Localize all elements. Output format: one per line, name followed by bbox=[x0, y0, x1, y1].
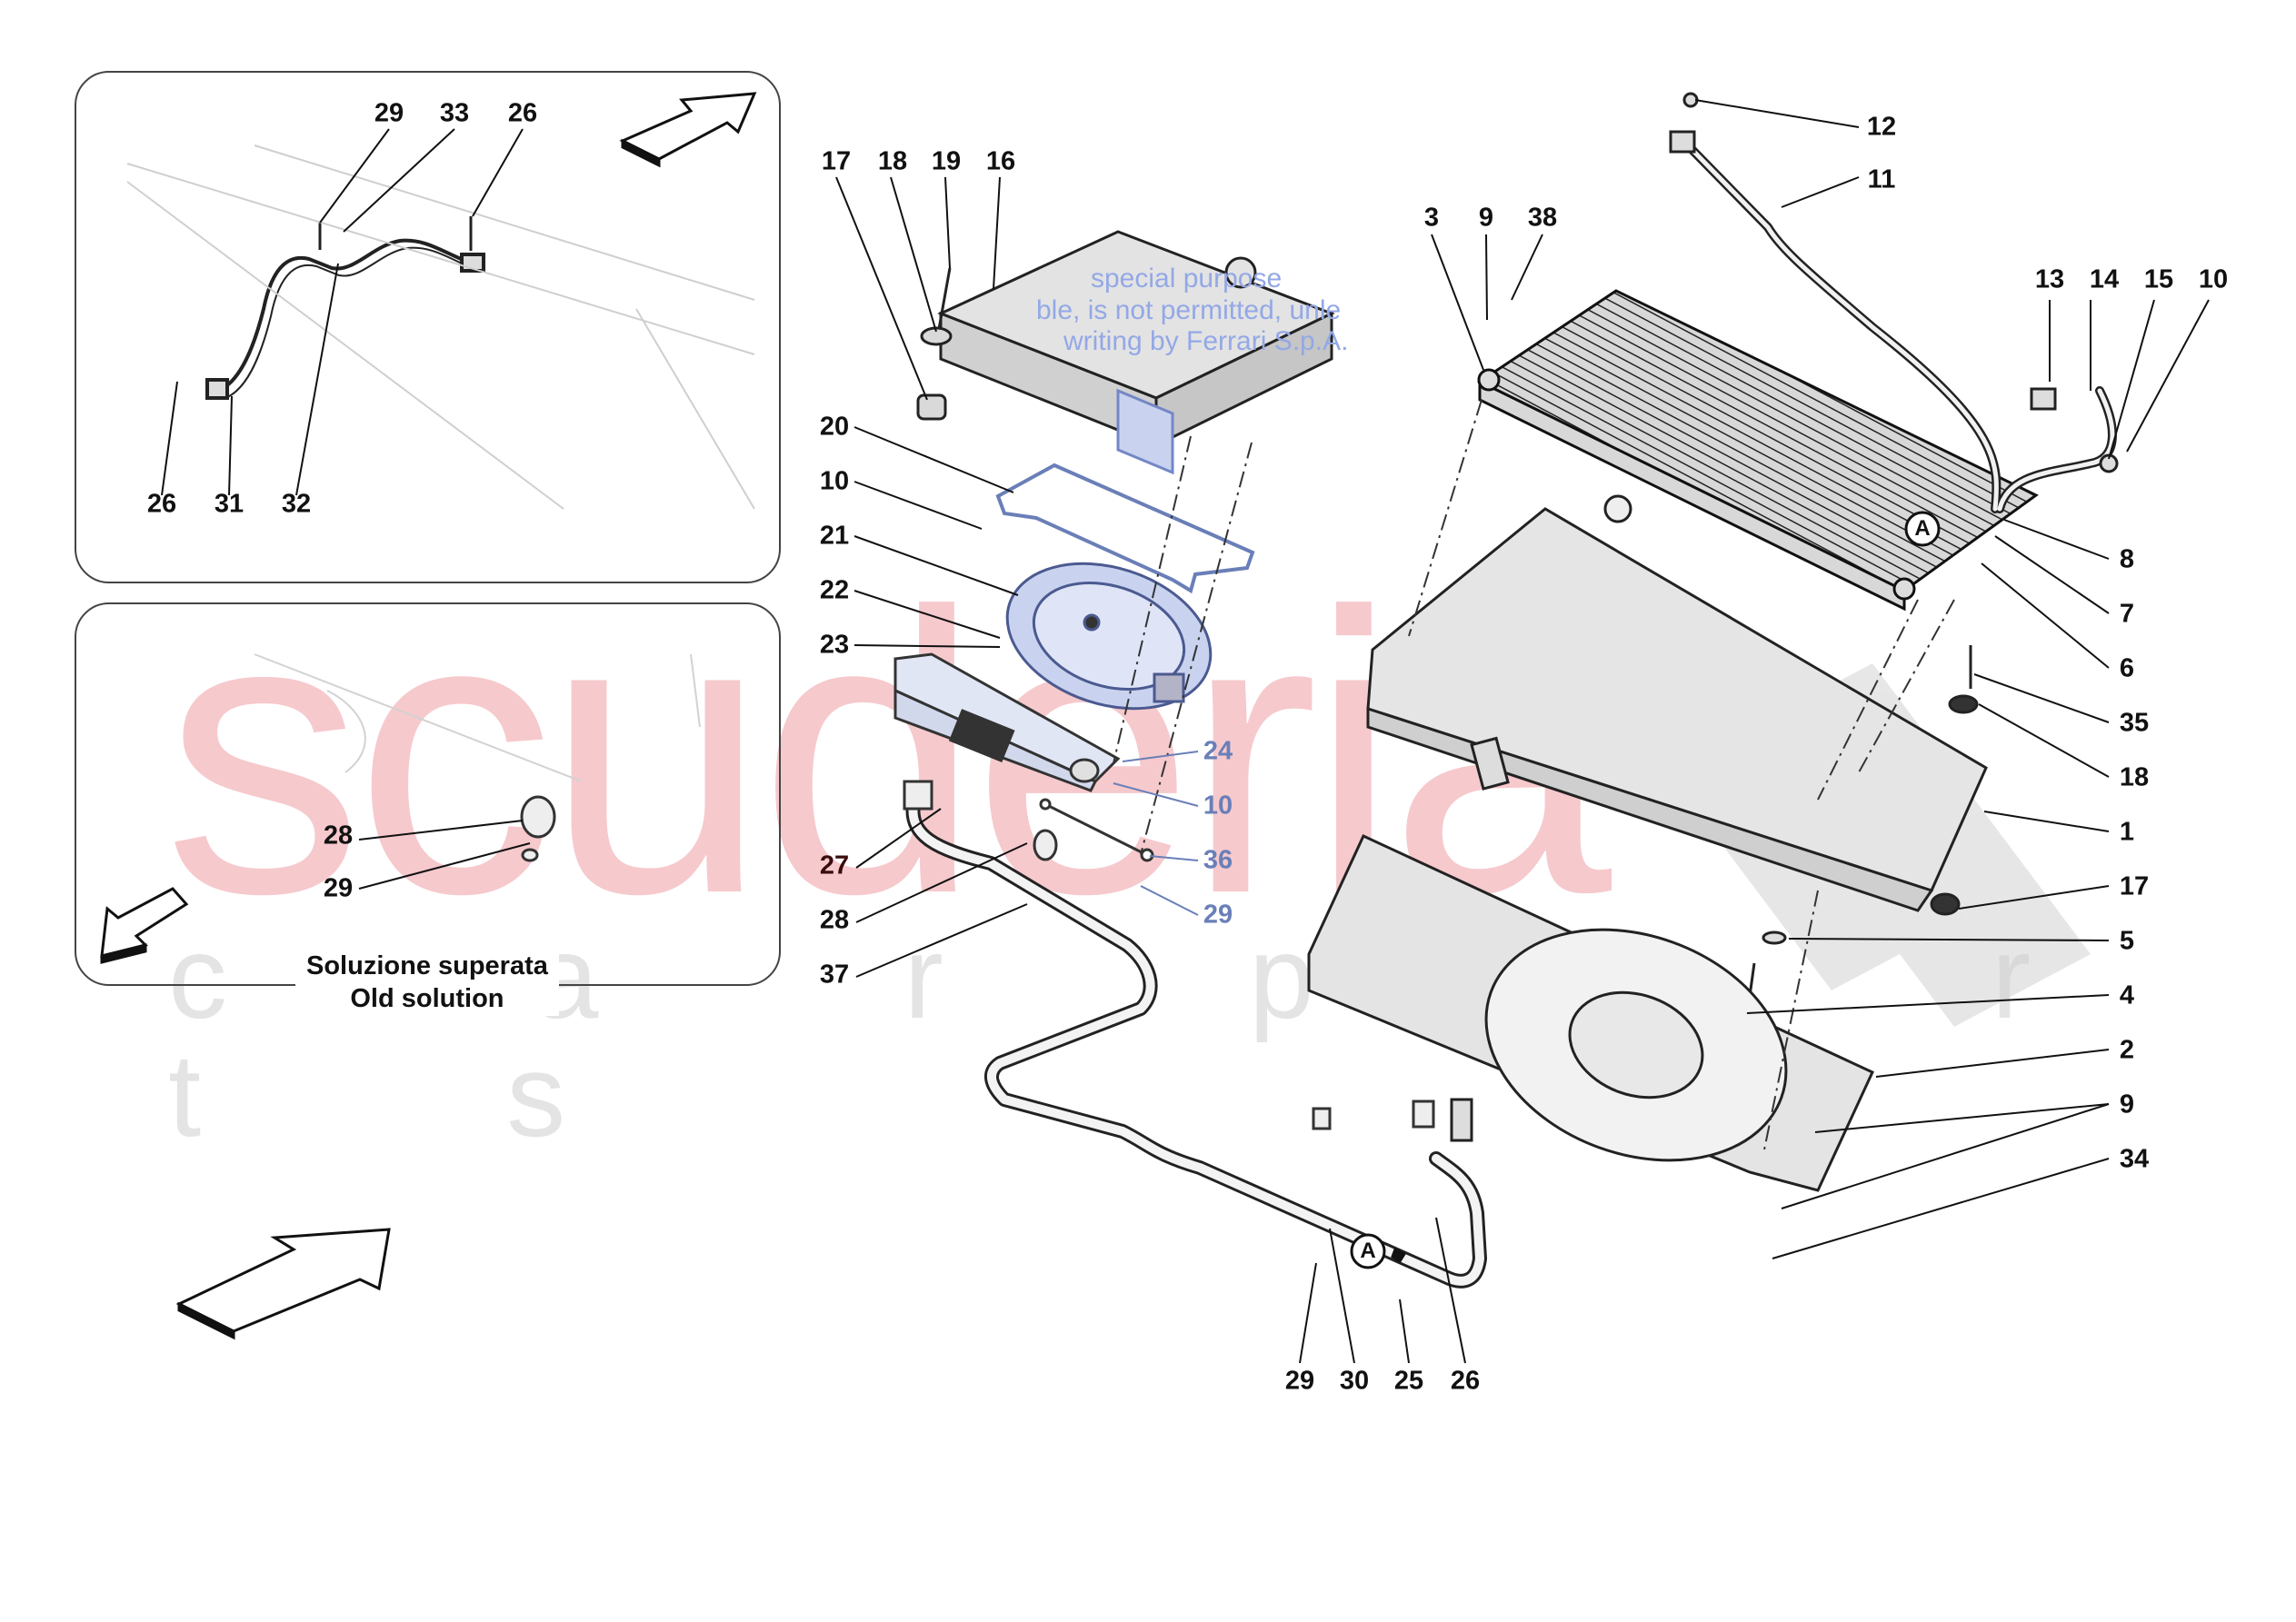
callout-8[interactable]: 8 bbox=[2119, 544, 2135, 574]
assembly-guidelines bbox=[1113, 399, 1955, 1155]
callout-29-bottom[interactable]: 29 bbox=[1284, 1366, 1315, 1396]
view-a-label-condenser: A bbox=[1914, 516, 1931, 541]
direction-arrow-main bbox=[175, 1228, 391, 1340]
callout-2[interactable]: 2 bbox=[2119, 1035, 2135, 1065]
electric-fan-21 bbox=[1005, 562, 1213, 711]
top-inset-hose bbox=[205, 216, 485, 400]
top-inset-background-faint bbox=[126, 144, 755, 510]
callout-38[interactable]: 38 bbox=[1527, 203, 1558, 233]
cooling-pipe-25-inner bbox=[908, 800, 1484, 1286]
callout-10-line[interactable]: 10 bbox=[2198, 264, 2229, 294]
callout-inset-26-bottom[interactable]: 26 bbox=[146, 489, 177, 519]
callout-inset-33[interactable]: 33 bbox=[439, 98, 470, 128]
callout-24[interactable]: 24 bbox=[1203, 736, 1233, 766]
bracket-20 bbox=[995, 463, 1255, 594]
callout-old-28[interactable]: 28 bbox=[323, 821, 354, 851]
callout-26-bottom[interactable]: 26 bbox=[1450, 1366, 1481, 1396]
main-radiator-1 bbox=[1366, 494, 1988, 912]
callout-inset-29[interactable]: 29 bbox=[374, 98, 404, 128]
callout-inset-32[interactable]: 32 bbox=[281, 489, 312, 519]
callout-34[interactable]: 34 bbox=[2119, 1144, 2150, 1174]
callout-36[interactable]: 36 bbox=[1203, 845, 1233, 875]
caption-english: Old solution bbox=[350, 984, 504, 1014]
line-fittings bbox=[1669, 92, 2119, 473]
refrigerant-line-11-inner bbox=[1683, 141, 2115, 512]
callout-22[interactable]: 22 bbox=[819, 575, 850, 605]
callout-10-cooler[interactable]: 10 bbox=[1203, 791, 1233, 821]
callout-19[interactable]: 19 bbox=[931, 146, 962, 176]
intercooler-radiator bbox=[937, 230, 1335, 475]
view-a-marker-condenser bbox=[1904, 511, 1941, 547]
callout-35[interactable]: 35 bbox=[2119, 708, 2150, 738]
callout-17-radiator[interactable]: 17 bbox=[2119, 871, 2150, 901]
callout-3[interactable]: 3 bbox=[1423, 203, 1440, 233]
view-a-label-main: A bbox=[1360, 1239, 1376, 1263]
view-a-marker-main bbox=[1350, 1233, 1407, 1269]
callout-9-shroud[interactable]: 9 bbox=[2119, 1090, 2135, 1119]
callout-6[interactable]: 6 bbox=[2119, 653, 2135, 683]
callout-23[interactable]: 23 bbox=[819, 630, 850, 660]
fan-shroud-2 bbox=[1307, 834, 1874, 1192]
callout-18-radiator[interactable]: 18 bbox=[2119, 762, 2150, 792]
old-solution-caption: Soluzione superata Old solution bbox=[295, 950, 559, 1016]
leader-lines bbox=[835, 99, 2210, 1364]
callout-16[interactable]: 16 bbox=[985, 146, 1016, 176]
leader-lines-blue bbox=[1113, 751, 1199, 916]
callout-25[interactable]: 25 bbox=[1393, 1366, 1424, 1396]
callout-5[interactable]: 5 bbox=[2119, 926, 2135, 956]
radiator-mounts-17-18-35 bbox=[1745, 645, 1979, 1017]
callout-11[interactable]: 11 bbox=[1867, 164, 1896, 194]
intercooler-mount-17-18-19 bbox=[916, 267, 953, 421]
condenser-3 bbox=[1477, 289, 2039, 612]
callout-21[interactable]: 21 bbox=[819, 521, 850, 551]
callout-15[interactable]: 15 bbox=[2143, 264, 2174, 294]
bottom-inset-clamp bbox=[520, 795, 556, 862]
inset-leader-lines bbox=[161, 128, 531, 890]
callout-inset-31[interactable]: 31 bbox=[214, 489, 245, 519]
callout-13[interactable]: 13 bbox=[2034, 264, 2065, 294]
support-bar-36 bbox=[1039, 798, 1154, 862]
callout-28-pipe[interactable]: 28 bbox=[819, 905, 850, 935]
callout-9-condenser[interactable]: 9 bbox=[1478, 203, 1494, 233]
callout-inset-26-top[interactable]: 26 bbox=[507, 98, 538, 128]
callout-7[interactable]: 7 bbox=[2119, 599, 2135, 629]
auxiliary-cooler bbox=[893, 652, 1121, 792]
pipe-clamp-27-28 bbox=[903, 780, 1435, 1130]
callout-12[interactable]: 12 bbox=[1866, 112, 1897, 142]
callout-10-bracket[interactable]: 10 bbox=[819, 466, 850, 496]
callout-14[interactable]: 14 bbox=[2089, 264, 2120, 294]
callout-37[interactable]: 37 bbox=[819, 960, 850, 990]
callout-29-bar[interactable]: 29 bbox=[1203, 900, 1233, 930]
callout-30[interactable]: 30 bbox=[1339, 1366, 1370, 1396]
callout-27[interactable]: 27 bbox=[819, 851, 850, 881]
bottom-inset-background-faint bbox=[254, 653, 701, 782]
callout-18-intercooler[interactable]: 18 bbox=[877, 146, 908, 176]
callout-17-intercooler[interactable]: 17 bbox=[821, 146, 852, 176]
direction-arrow-bottom-inset bbox=[100, 887, 189, 964]
top-inset-frame bbox=[75, 71, 781, 583]
callout-4[interactable]: 4 bbox=[2119, 980, 2135, 1010]
callout-old-29[interactable]: 29 bbox=[323, 873, 354, 903]
direction-arrow-top-inset bbox=[619, 92, 757, 168]
callout-1[interactable]: 1 bbox=[2119, 817, 2135, 847]
callout-20[interactable]: 20 bbox=[819, 412, 850, 442]
caption-italian: Soluzione superata bbox=[306, 951, 548, 980]
